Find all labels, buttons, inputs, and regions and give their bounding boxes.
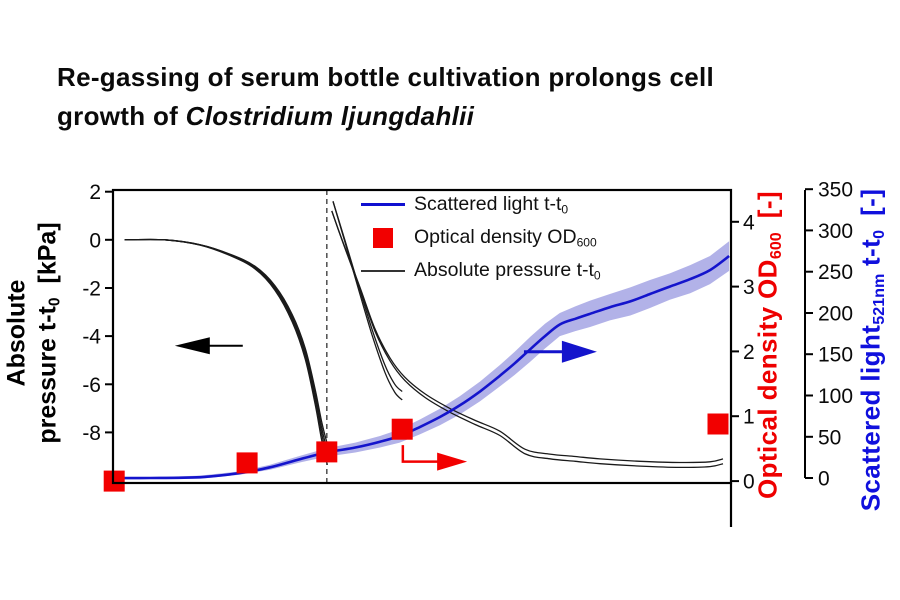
black-left-arrow-icon (174, 337, 210, 355)
od-tick-label: 2 (743, 341, 755, 364)
od-point-3 (391, 418, 413, 440)
red-square-icon (352, 227, 414, 248)
od-point-0 (103, 470, 125, 492)
od-axis-label: Optical density OD600[-] (752, 191, 785, 499)
legend-item-od: Optical density OD600 (352, 221, 601, 254)
scattered-axis-label: Scattered light521nm t-t0[-] (855, 188, 888, 512)
legend: Scattered light t-t0 Optical density OD6… (352, 188, 601, 287)
scattered-tick-label: 100 (818, 385, 853, 408)
od-tick-label: 4 (743, 211, 755, 234)
pressure-tick-label: -2 (82, 278, 101, 301)
scattered-tick-label: 250 (818, 261, 853, 284)
pressure-curve-0-rep2 (124, 238, 329, 458)
figure-title: Re-gassing of serum bottle cultivation p… (57, 58, 817, 136)
od-point-4 (707, 413, 729, 435)
scattered-tick-label: 50 (818, 426, 841, 449)
pressure-tick-label: -8 (82, 422, 101, 445)
od-tick-label: 0 (743, 471, 755, 494)
blue-line-icon (352, 203, 414, 206)
title-line2: growth of Clostridium ljungdahlii (57, 101, 475, 131)
scattered-curve (114, 254, 730, 480)
legend-item-scattered: Scattered light t-t0 (352, 188, 601, 221)
scattered-tick-label: 150 (818, 344, 853, 367)
pressure-tick-label: -6 (82, 374, 101, 397)
pressure-tick-label: 0 (89, 229, 101, 252)
pressure-tick-label: 2 (89, 181, 101, 204)
scattered-tick-label: 350 (818, 179, 853, 202)
title-line1: Re-gassing of serum bottle cultivation p… (57, 62, 715, 92)
pressure-curve-0-rep0 (124, 238, 329, 445)
legend-item-pressure: Absolute pressure t-t0 (352, 254, 601, 287)
scattered-tick-label: 0 (818, 468, 830, 491)
pressure-curve-2-rep0 (331, 210, 724, 464)
scattered-tick-label: 300 (818, 220, 853, 243)
od-tick-label: 3 (743, 276, 755, 299)
black-line-icon (352, 269, 414, 272)
pressure-curve-1-rep1 (332, 201, 403, 401)
scattered-tick-label: 200 (818, 303, 853, 326)
od-point-1 (236, 452, 258, 474)
od-point-2 (316, 441, 338, 463)
pressure-axis-label: Absolute pressure t-t0[kPa] (2, 222, 64, 444)
pressure-curve-2-rep1 (331, 210, 724, 469)
blue-right-arrow-icon (561, 340, 597, 363)
pressure-tick-label: -4 (82, 326, 101, 349)
pressure-curve-0-rep3 (124, 238, 329, 466)
red-right-arrow-icon (437, 452, 468, 471)
scattered-band (114, 241, 730, 479)
species-name: Clostridium ljungdahlii (185, 101, 475, 131)
od-tick-label: 1 (743, 406, 755, 429)
red-arrow-shaft (401, 445, 442, 463)
